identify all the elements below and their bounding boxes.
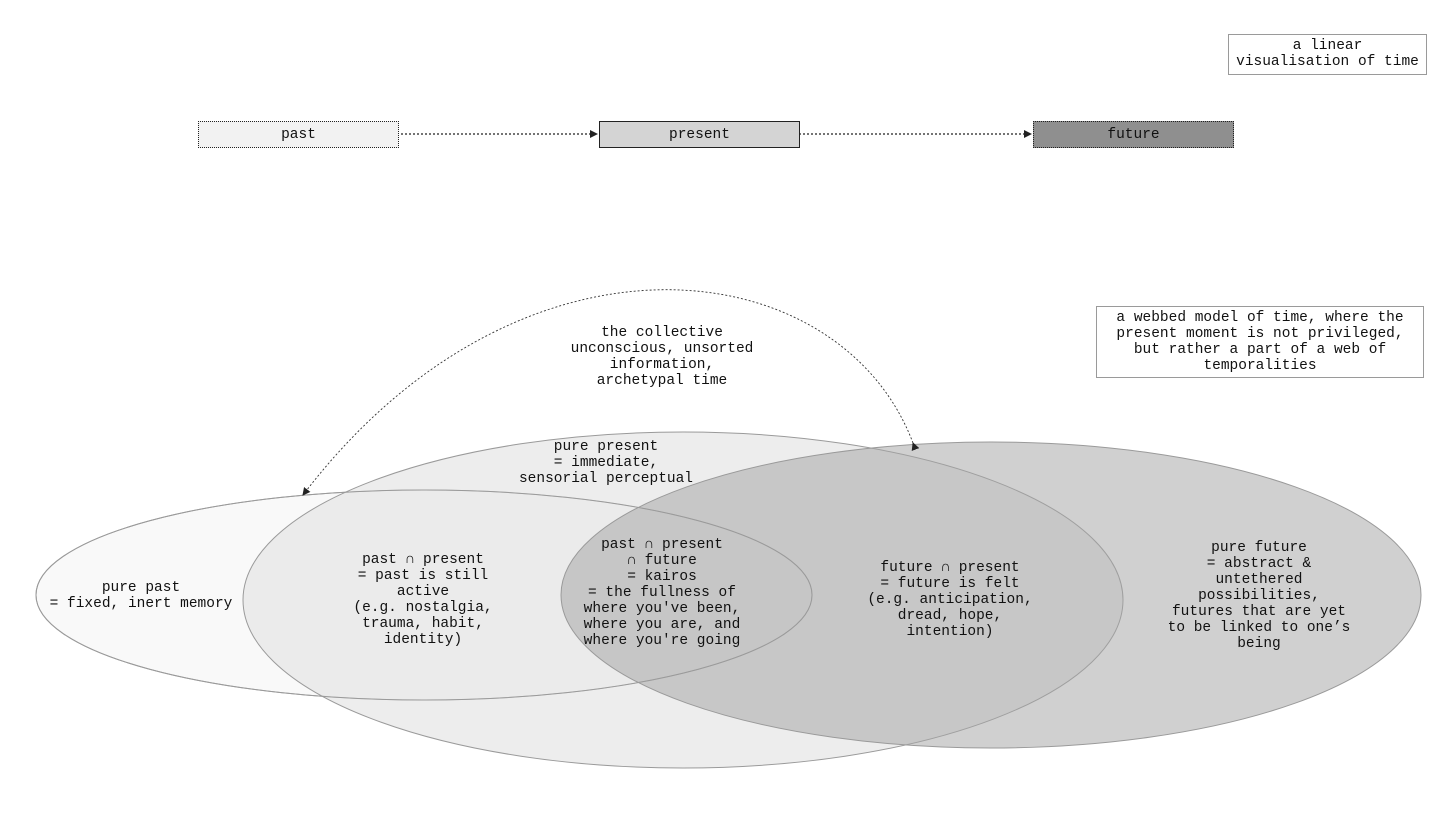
pure-present-label: pure present = immediate, sensorial perc… [518,439,694,487]
linear-caption: a linear visualisation of time [1228,34,1427,75]
collective-unconscious-label: the collective unconscious, unsorted inf… [570,325,754,389]
pure-past-label: pure past = fixed, inert memory [49,580,233,612]
timeline-future-label: future [1107,126,1160,143]
timeline-present: present [599,121,800,148]
timeline-present-label: present [669,126,730,143]
timeline-future: future [1033,121,1234,148]
pure-future-label: pure future = abstract & untethered poss… [1167,540,1351,652]
future-present-label: future ∩ present = future is felt (e.g. … [867,560,1033,640]
timeline-past: past [198,121,399,148]
collective-unconscious-arc [302,289,920,496]
pure-future-ellipse [560,441,1422,749]
web-caption: a webbed model of time, where the presen… [1096,306,1424,378]
kairos-label: past ∩ present ∩ future = kairos = the f… [583,537,741,649]
past-present-label: past ∩ present = past is still active (e… [353,552,493,648]
timeline-past-label: past [281,126,316,143]
